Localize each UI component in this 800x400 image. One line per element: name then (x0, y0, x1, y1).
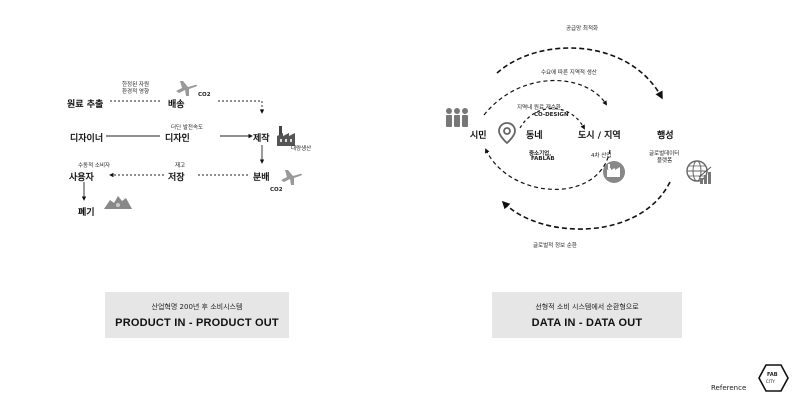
airplane-icon (176, 81, 198, 96)
arc-global-information (501, 181, 671, 230)
linear-system-caption: 산업혁명 200년 후 소비시스템 PRODUCT IN - PRODUCT O… (105, 292, 289, 338)
label-slow-development: 더딘 발전속도 (171, 125, 204, 131)
circular-system-subtitle: 선형적 소비 시스템에서 순환형으로 (535, 302, 639, 311)
label-inventory: 재고 (175, 163, 186, 169)
circular-system-caption: 선형적 소비 시스템에서 순환형으로 DATA IN - DATA OUT (492, 292, 682, 338)
label-demand-production: 수요에 따른 지역적 생산 (541, 70, 597, 76)
label-co-design: CO-DESIGN (534, 112, 569, 118)
node-delivery: 배송 (168, 100, 185, 110)
label-fourth-industry: 4차 산업 (591, 153, 612, 159)
landfill-icon (104, 196, 132, 209)
label-limited-resources: 한정된 자원 (122, 82, 150, 88)
label-environmental-impact: 환경적 영향 (122, 89, 150, 95)
arrow-delivery-to-make (218, 100, 265, 114)
factory-circle-icon (603, 161, 625, 183)
location-pin-icon (498, 122, 516, 145)
label-co2-bottom: CO2 (270, 187, 283, 193)
reference-label: Reference (711, 384, 747, 392)
label-fablab: FABLAB (531, 156, 555, 162)
linear-system-title: PRODUCT IN - PRODUCT OUT (115, 316, 279, 329)
label-global-information-cycle: 글로벌적 정보 순환 (533, 243, 577, 249)
node-planet: 행성 (657, 131, 674, 141)
node-raw-extraction: 원료 추출 (67, 100, 104, 110)
logo-text-fab: FAB (767, 372, 778, 378)
node-make: 제작 (253, 134, 270, 144)
label-global-data: 글로벌데이터 (649, 151, 680, 157)
node-user: 사용자 (69, 173, 94, 183)
node-neighborhood: 동네 (526, 131, 543, 141)
circular-system-title: DATA IN - DATA OUT (531, 316, 643, 329)
factory-icon (277, 126, 295, 146)
node-citizen: 시민 (470, 131, 487, 141)
label-mass-production: 대량생산 (291, 146, 312, 152)
linear-flow-arrows (81, 100, 265, 201)
node-storage: 저장 (168, 173, 185, 183)
label-passive-consumer: 수동적 소비자 (78, 163, 111, 169)
node-distribution: 분배 (253, 173, 270, 183)
linear-system-subtitle: 산업혁명 200년 후 소비시스템 (151, 302, 243, 311)
arc-demand-production (483, 79, 608, 116)
label-platform: 플랫폼 (657, 158, 673, 164)
label-co2-top: CO2 (198, 92, 211, 98)
node-disposal: 폐기 (78, 208, 95, 218)
node-design: 디자인 (165, 134, 190, 144)
globe-chart-icon (686, 160, 712, 184)
logo-text-city: CITY (766, 379, 775, 384)
label-sme: 중소기업, (529, 151, 552, 157)
label-local-recycle: 지역내 원료 재순환 (517, 105, 561, 111)
citizens-icon (446, 108, 468, 127)
arc-supply-optimization (496, 47, 663, 100)
airplane-icon (281, 170, 303, 185)
fab-city-logo (758, 364, 789, 392)
label-supply-optimization: 공급망 최적화 (566, 26, 599, 32)
circular-flow-arrows (483, 47, 671, 230)
node-city-region: 도시 / 지역 (578, 131, 621, 141)
arc-local-recycle (519, 107, 585, 130)
node-designer: 디자이너 (70, 134, 104, 144)
